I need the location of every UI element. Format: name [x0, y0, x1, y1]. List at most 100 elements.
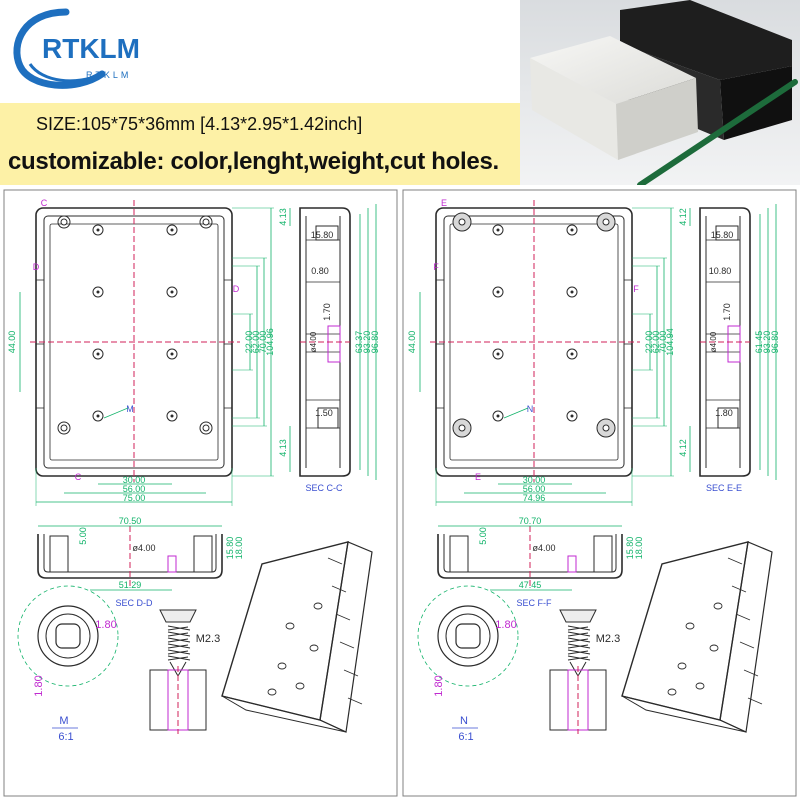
- logo-text: RTKLM: [42, 33, 140, 64]
- screw-head: [559, 609, 597, 623]
- dim-vertical-0: 22.00: [644, 331, 654, 354]
- side-section-label: SEC E-E: [706, 483, 742, 493]
- detail-boundary: [417, 585, 519, 687]
- section-label-left: F: [433, 262, 439, 272]
- dim-vertical-1: 62.00: [251, 331, 261, 354]
- side-dim-inner-3: 1.50: [315, 408, 333, 418]
- side-dim-inner-1: 0.80: [311, 266, 329, 276]
- side-dim-inner-2: 1.70: [722, 303, 732, 321]
- iso-boss: [313, 602, 323, 610]
- corner-hole: [60, 218, 68, 226]
- side-dim-right-2: 96.80: [370, 331, 380, 354]
- iso-rib: [735, 613, 751, 621]
- dim-left: 44.00: [407, 331, 417, 354]
- side-dim-inner-0: 15.80: [311, 230, 334, 240]
- screw-view: M2.3: [149, 609, 220, 734]
- section-label-bottom: E: [475, 472, 481, 482]
- section-label-right: D: [233, 284, 240, 294]
- logo-swoosh-icon: [13, 8, 106, 89]
- section-outline: [437, 534, 623, 579]
- dim-bottom-2: 74.96: [523, 493, 546, 503]
- side-dim-inner-0: 15.80: [711, 230, 734, 240]
- detail-dia: 1.80: [495, 619, 516, 631]
- side-dim-inner-2: 1.70: [322, 303, 332, 321]
- brand-logo: RTKLM RTKLM: [13, 8, 140, 89]
- dim-bottom-1: 56.00: [523, 484, 546, 494]
- side-dim-left-bottom: 4.12: [678, 439, 688, 457]
- section-hole-dim: ø4.00: [132, 543, 155, 553]
- section-post: [49, 535, 69, 573]
- section-top-dim: 70.70: [519, 516, 542, 526]
- header-banner: RTKLM RTKLM SIZE:105*75*36mm [4.13*2.95*…: [0, 0, 520, 185]
- boss-hole: [492, 224, 504, 236]
- detail-scale: 6:1: [458, 731, 473, 743]
- boss-center: [96, 228, 100, 232]
- iso-front: [221, 695, 347, 733]
- side-dim-right-1: 93.20: [762, 331, 772, 354]
- dim-vertical-3: 104.94: [665, 328, 675, 356]
- boss-center: [96, 352, 100, 356]
- iso-boss: [295, 682, 305, 690]
- dim-vertical-2: 70.00: [258, 331, 268, 354]
- dim-bottom-1: 56.00: [123, 484, 146, 494]
- detail-inner-ring: [445, 613, 491, 659]
- iso-front: [621, 695, 747, 733]
- iso-base: [221, 541, 349, 721]
- boss-center: [496, 228, 500, 232]
- section-top-dim: 70.50: [119, 516, 142, 526]
- side-dim-inner-1: 10.80: [709, 266, 732, 276]
- section-label-right: F: [633, 284, 639, 294]
- section-hole: [567, 555, 577, 573]
- boss-hole: [92, 286, 104, 298]
- iso-rib: [727, 557, 743, 565]
- right-frame: [402, 189, 797, 797]
- corner-hole: [60, 424, 68, 432]
- boss-hole: [566, 286, 578, 298]
- boss-hole: [566, 348, 578, 360]
- iso-boss: [685, 622, 695, 630]
- side-dim-inner-4: ø4.00: [709, 331, 718, 352]
- dim-bottom-2: 75.00: [123, 493, 146, 503]
- detail-outer-ring: [437, 605, 499, 667]
- side-boss: [315, 225, 339, 241]
- detail-scale: 6:1: [58, 731, 73, 743]
- boss-hole: [566, 224, 578, 236]
- boss-center: [496, 414, 500, 418]
- size-text: SIZE:105*75*36mm [4.13*2.95*1.42inch]: [36, 114, 363, 134]
- boss-hole: [492, 410, 504, 422]
- dim-vertical-2: 70.00: [658, 331, 668, 354]
- detail-square-hole: [455, 623, 481, 649]
- boss-hole: [166, 286, 178, 298]
- side-dim-left-top: 4.13: [278, 208, 288, 226]
- side-section-label: SEC C-C: [305, 483, 343, 493]
- section-label: SEC D-D: [115, 598, 153, 608]
- iso-boss: [709, 644, 719, 652]
- boss-center: [570, 290, 574, 294]
- detail-side: 1.80: [33, 675, 45, 696]
- iso-boss: [713, 602, 723, 610]
- boss-hole: [492, 348, 504, 360]
- boss-center: [570, 352, 574, 356]
- corner-post: [199, 215, 213, 229]
- side-outline: [699, 207, 751, 477]
- section-bottom-dim: 47.45: [519, 580, 542, 590]
- corner-hole: [458, 424, 466, 432]
- product-photo: [520, 0, 800, 185]
- left-frame: [3, 189, 398, 797]
- boss-hole: [492, 286, 504, 298]
- iso-rib: [335, 613, 351, 621]
- boss-center: [96, 290, 100, 294]
- boss-center: [570, 228, 574, 232]
- side-boss: [317, 407, 339, 429]
- corner-hole: [602, 218, 610, 226]
- dim-vertical-3: 104.96: [265, 328, 275, 356]
- section-hole-dim: ø4.00: [532, 543, 555, 553]
- logo-subtext: RTKLM: [86, 70, 131, 80]
